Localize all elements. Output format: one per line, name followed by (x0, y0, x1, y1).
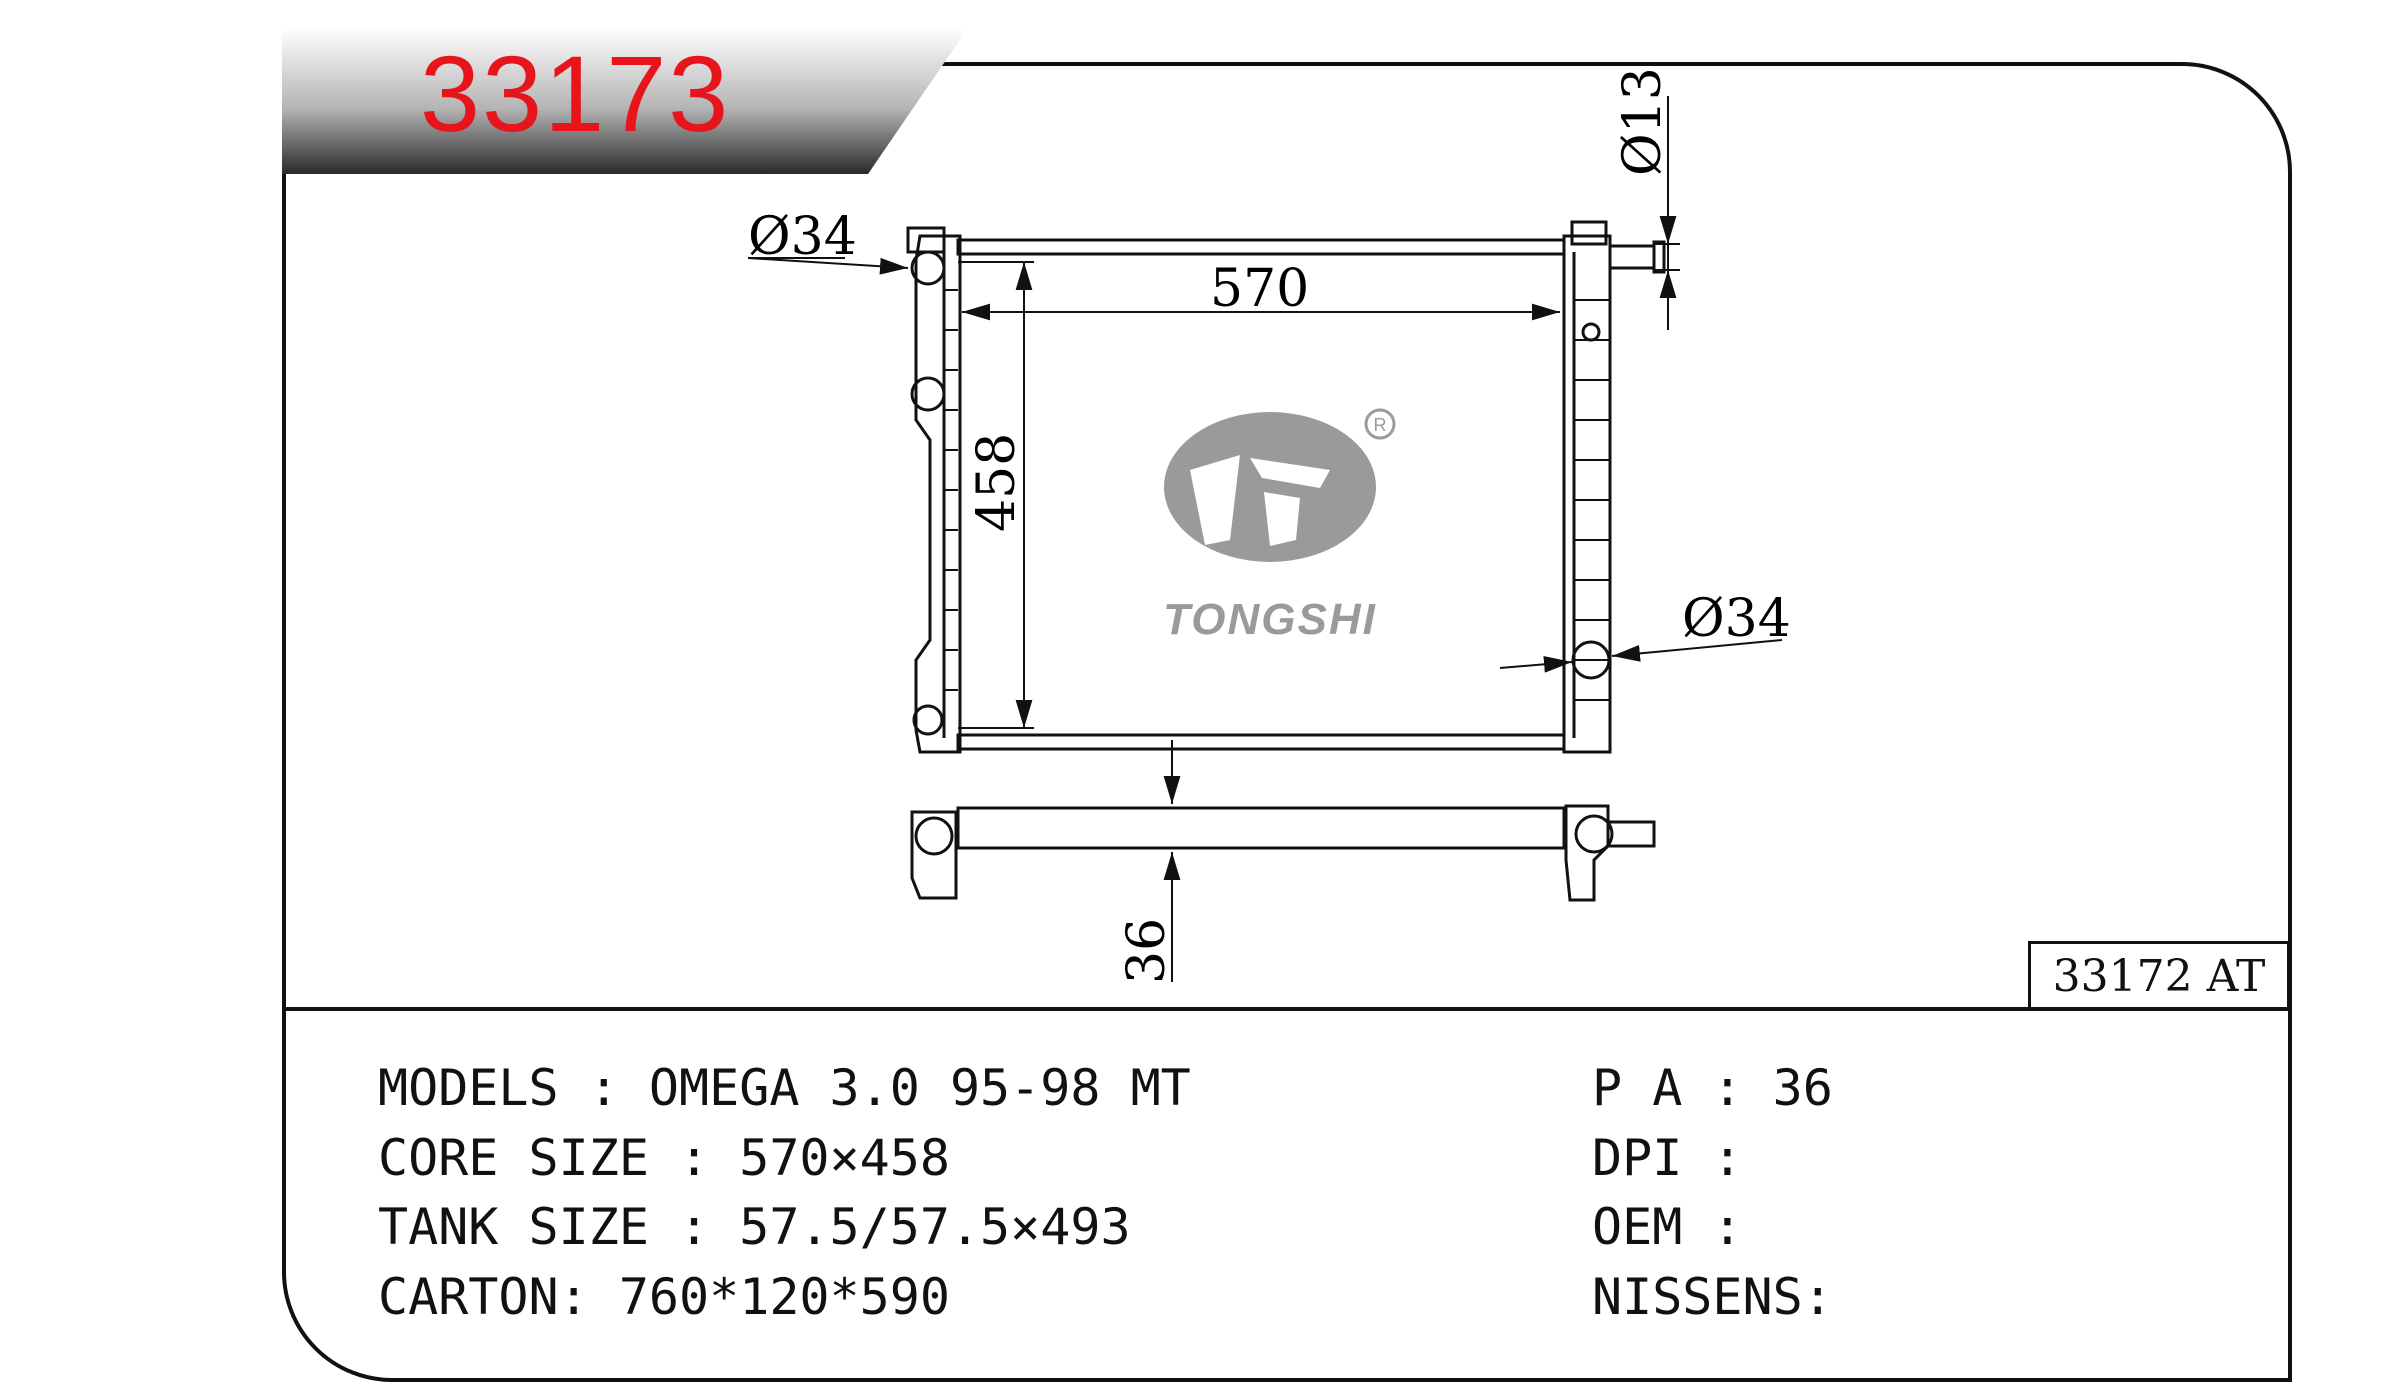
spec-tank-size: TANK SIZE : 57.5/57.5×493 (378, 1198, 1131, 1256)
registered-mark: R (1374, 415, 1387, 435)
inlet-diameter-label: Ø34 (748, 207, 857, 267)
pipe-diameter-label: Ø13 (1613, 67, 1673, 176)
brand-name: TONGSHI (1163, 595, 1377, 644)
core-thickness-label: 36 (1117, 918, 1177, 984)
core-width-label: 570 (1210, 259, 1309, 319)
spec-models: MODELS : OMEGA 3.0 95-98 MT (378, 1059, 1191, 1117)
part-number: 33173 (420, 33, 731, 154)
spec-nissens: NISSENS: (1592, 1268, 1833, 1326)
spec-core-size: CORE SIZE : 570×458 (378, 1129, 950, 1187)
outlet-diameter-label: Ø34 (1682, 589, 1791, 649)
core-height-label: 458 (967, 433, 1027, 532)
spec-pa: P A : 36 (1592, 1059, 1833, 1117)
variant-label: 33172 AT (2028, 941, 2290, 1009)
spec-carton: CARTON: 760*120*590 (378, 1268, 950, 1326)
section-divider (282, 1007, 2292, 1011)
sheet-frame (282, 62, 2292, 1382)
title-banner (282, 24, 972, 176)
tongshi-logo: R TONGSHI (1163, 408, 1396, 644)
spec-oem: OEM : (1592, 1198, 1743, 1256)
spec-dpi: DPI : (1592, 1129, 1743, 1187)
